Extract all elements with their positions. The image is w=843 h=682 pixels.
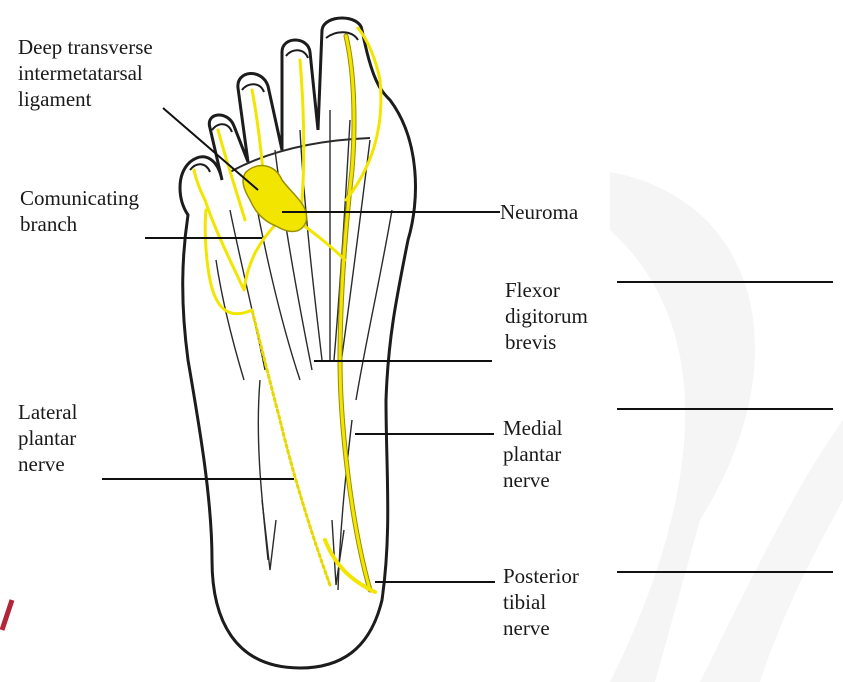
label-line: Posterior (503, 563, 579, 589)
label-line: Comunicating (20, 185, 139, 211)
label-line: Flexor (505, 277, 588, 303)
label-line: brevis (505, 329, 588, 355)
label-line: intermetatarsal (18, 60, 153, 86)
label-line: nerve (503, 467, 562, 493)
accent-mark (2, 600, 12, 630)
label-line: tibial (503, 589, 579, 615)
label-lateral-plantar-nerve: Lateral plantar nerve (18, 399, 77, 477)
label-line: nerve (503, 615, 579, 641)
label-line: plantar (18, 425, 77, 451)
label-line: Medial (503, 415, 562, 441)
label-deep-transverse-intermetatarsal-ligament: Deep transverse intermetatarsal ligament (18, 34, 153, 112)
label-posterior-tibial-nerve: Posterior tibial nerve (503, 563, 579, 641)
label-line: digitorum (505, 303, 588, 329)
background-watermark (610, 172, 843, 682)
label-line: nerve (18, 451, 77, 477)
label-line: branch (20, 211, 139, 237)
watermark-arc (610, 172, 755, 682)
label-flexor-digitorum-brevis: Flexor digitorum brevis (505, 277, 588, 355)
label-line: ligament (18, 86, 153, 112)
label-communicating-branch: Comunicating branch (20, 185, 139, 237)
label-line: plantar (503, 441, 562, 467)
label-medial-plantar-nerve: Medial plantar nerve (503, 415, 562, 493)
label-neuroma: Neuroma (500, 199, 578, 225)
label-line: Lateral (18, 399, 77, 425)
label-line: Neuroma (500, 199, 578, 225)
label-line: Deep transverse (18, 34, 153, 60)
